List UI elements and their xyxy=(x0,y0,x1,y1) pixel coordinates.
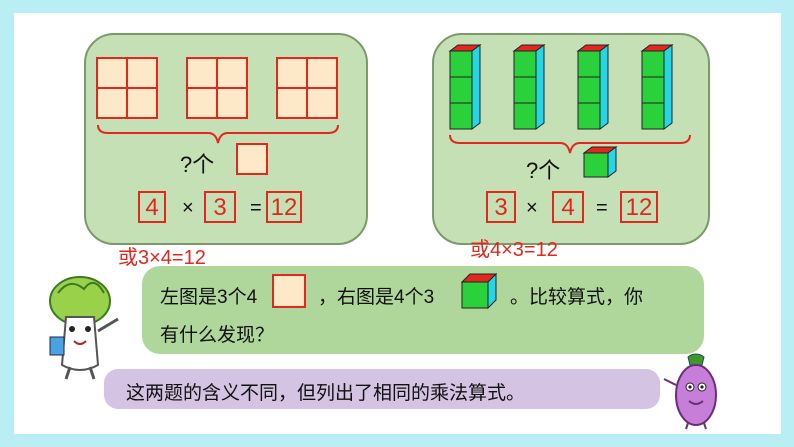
left-panel: ?个 4 × 3 = 12 xyxy=(84,33,368,245)
equation-equals: = xyxy=(596,197,608,219)
inline-cube-icon xyxy=(460,272,498,310)
unit-cube-icon xyxy=(582,146,618,178)
equation-operator: × xyxy=(526,197,538,219)
right-panel: ?个 3 × 4 = 12 xyxy=(432,33,710,245)
equation-result: 12 xyxy=(266,191,302,223)
question-count-text: ?个 xyxy=(526,158,561,183)
question-line-1a: 左图是3个4 xyxy=(160,287,258,308)
answer-bubble: 这两题的含义不同，但列出了相同的乘法算式。 xyxy=(104,369,660,409)
alternative-equation-left: 或3×4=12 xyxy=(118,247,206,269)
eggplant-character-icon xyxy=(663,353,717,430)
cube-columns xyxy=(448,44,674,130)
brace-icon xyxy=(97,124,339,144)
question-count-text: ?个 xyxy=(180,152,215,177)
equation-equals: = xyxy=(250,197,262,219)
alternative-equation-right: 或4×3=12 xyxy=(470,239,558,261)
question-line-1c: 。比较算式，你 xyxy=(510,287,644,308)
equation-factor-a: 3 xyxy=(486,191,516,223)
square-grid-2 xyxy=(186,57,248,119)
cabbage-character-icon xyxy=(49,276,119,380)
unit-square xyxy=(236,143,268,175)
brace-icon xyxy=(449,134,691,154)
cube-column-2 xyxy=(512,44,546,130)
slide: ?个 4 × 3 = 12 或3×4=12 xyxy=(14,13,781,434)
cube-column-4 xyxy=(640,44,674,130)
question-line-1b: ，右图是4个3 xyxy=(318,287,435,308)
cube-column-3 xyxy=(576,44,610,130)
inline-square-icon xyxy=(272,274,306,308)
equation-factor-b: 4 xyxy=(552,191,584,223)
equation-operator: × xyxy=(182,197,194,219)
cube-column-1 xyxy=(448,44,482,130)
question-bubble: 左图是3个4 ，右图是4个3 。比较算式，你 有什么发现？ xyxy=(142,266,704,354)
equation-result: 12 xyxy=(620,191,658,223)
square-grid-3 xyxy=(276,57,338,119)
equation-factor-b: 3 xyxy=(204,191,236,223)
answer-text: 这两题的含义不同，但列出了相同的乘法算式。 xyxy=(126,383,526,404)
equation-factor-a: 4 xyxy=(138,191,166,223)
square-grid-1 xyxy=(96,57,158,119)
question-line-2: 有什么发现？ xyxy=(160,325,275,346)
